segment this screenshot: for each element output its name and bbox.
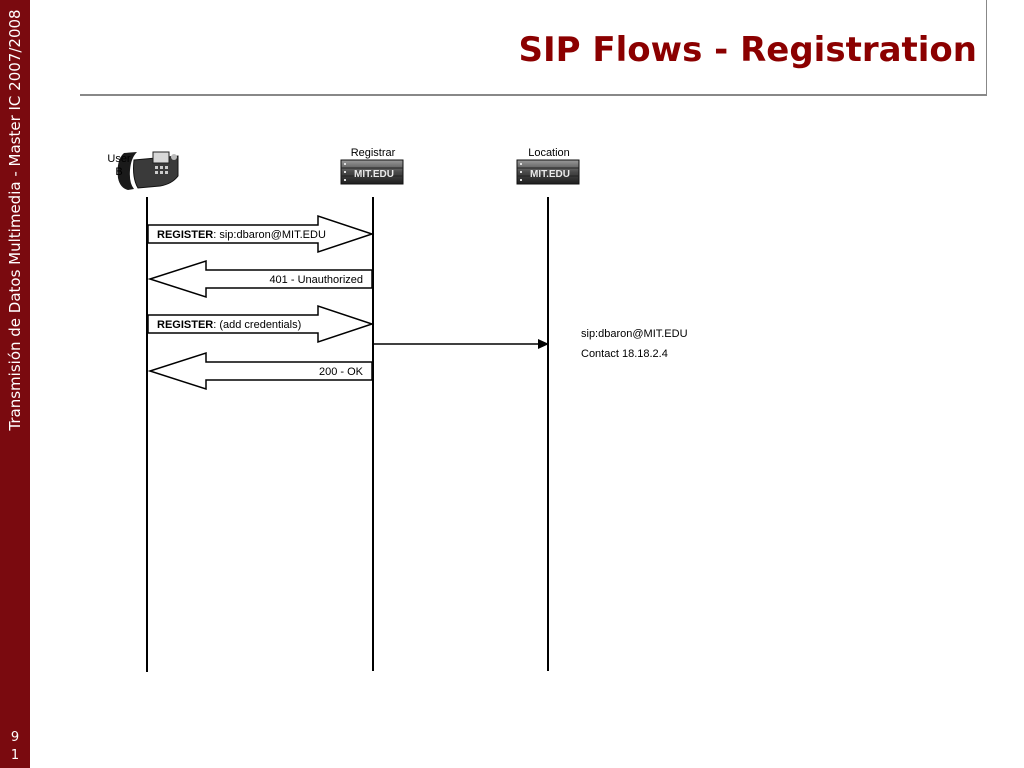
register-arrow (147, 214, 375, 254)
slide-title: SIP Flows - Registration (518, 30, 977, 70)
desk-phone-icon (117, 151, 179, 190)
ok-message-label: 200 - OK (319, 366, 364, 378)
location-binding-contact: Contact 18.18.2.4 (581, 348, 668, 360)
title-frame-bottom (80, 94, 987, 96)
location-server-icon: MIT.EDU (516, 159, 580, 185)
registrar-server-icon: MIT.EDU (340, 159, 404, 185)
registrar-server-brand: MIT.EDU (354, 169, 394, 180)
register-message-label: REGISTER: sip:dbaron@MIT.EDU (157, 229, 326, 241)
user-label-line1: User (107, 153, 131, 165)
user-label-line2: B (115, 166, 122, 178)
location-binding-address: sip:dbaron@MIT.EDU (581, 328, 688, 340)
ok-arrow (147, 351, 373, 391)
page-number-digit-1: 9 (10, 730, 20, 745)
unauthorized-message-label: 401 - Unauthorized (269, 274, 363, 286)
register-credentials-arrow (147, 304, 375, 344)
unauthorized-arrow (147, 259, 373, 299)
location-server-brand: MIT.EDU (530, 169, 570, 180)
register-credentials-message-label: REGISTER: (add credentials) (157, 319, 301, 331)
title-frame-right (986, 0, 987, 95)
sidebar: Transmisión de Datos Multimedia - Master… (0, 0, 30, 768)
page-number-digit-2: 1 (10, 748, 20, 763)
location-label: Location (528, 147, 570, 159)
registrar-to-location-arrowhead (538, 339, 549, 349)
registrar-label: Registrar (351, 147, 396, 159)
